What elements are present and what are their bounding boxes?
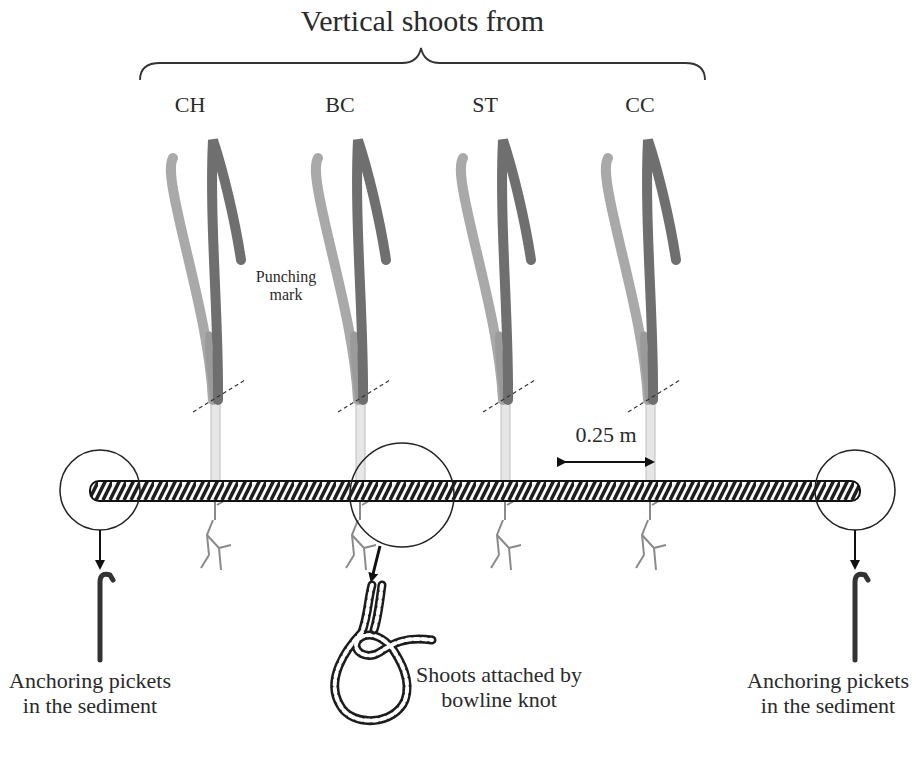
diagram-title: Vertical shoots from <box>250 4 595 39</box>
knot-label: Shoots attached by bowline knot <box>404 662 594 713</box>
shoot-label: ST <box>455 92 515 117</box>
picket-label: Anchoring pickets in the sediment <box>4 668 176 719</box>
shoot-label: BC <box>310 92 370 117</box>
punching-mark-label: Punching mark <box>248 268 324 305</box>
shoot-label: CH <box>160 92 220 117</box>
shoot-label: CC <box>610 92 670 117</box>
picket-label: Anchoring pickets in the sediment <box>742 668 914 719</box>
dimension-label: 0.25 m <box>560 422 652 447</box>
